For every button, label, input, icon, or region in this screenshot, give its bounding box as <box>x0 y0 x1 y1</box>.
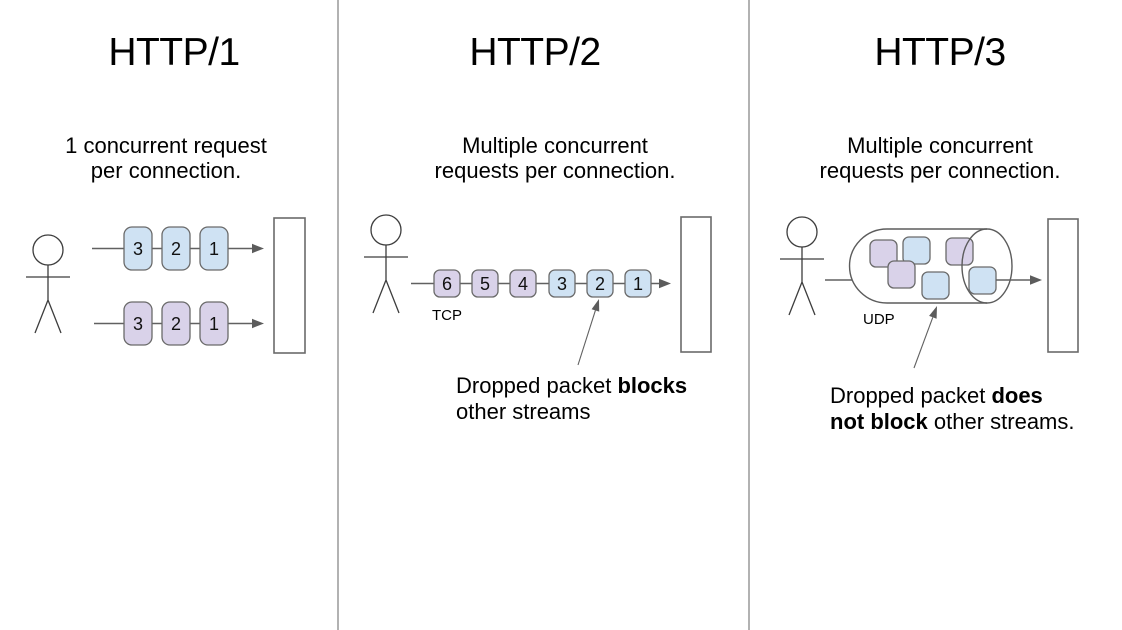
packet-box <box>161 301 191 346</box>
packet-box <box>199 226 229 271</box>
packet: 2 <box>161 301 191 346</box>
server-box <box>273 217 306 354</box>
dropped-packet-arrow <box>577 310 596 366</box>
http2-title: HTTP/2 <box>469 31 601 74</box>
packet-box <box>123 226 153 271</box>
dropped-packet-arrow <box>913 317 934 369</box>
figure-body <box>364 245 408 314</box>
packet-label: 3 <box>133 239 143 259</box>
arrowhead-icon <box>1030 275 1042 285</box>
http1-title: HTTP/1 <box>108 31 240 74</box>
http2-diagram: 6 5 4 3 2 1 <box>364 214 712 366</box>
packet-label: 6 <box>442 274 452 294</box>
figure-body <box>780 247 824 316</box>
packet-box <box>869 239 898 268</box>
http2-dropped-packet-annotation: Dropped packet blocks other streams <box>456 373 687 425</box>
packet-box <box>161 226 191 271</box>
packet: 1 <box>199 226 229 271</box>
annotation-text: Dropped packet <box>456 373 618 398</box>
tube-end-ellipse <box>961 228 1013 304</box>
packet: 4 <box>509 269 537 298</box>
packet-box <box>902 236 931 265</box>
packet: 3 <box>123 301 153 346</box>
http3-diagram <box>780 216 1079 369</box>
packet-box <box>921 271 950 300</box>
packet-box <box>945 237 974 266</box>
packet: 6 <box>433 269 461 298</box>
packet-label: 3 <box>133 314 143 334</box>
arrowhead-icon <box>252 318 264 329</box>
packet-box <box>548 269 576 298</box>
packet: 1 <box>624 269 652 298</box>
client-stick-figure <box>780 216 824 316</box>
annotation-text: other streams <box>456 399 591 424</box>
packet: 2 <box>161 226 191 271</box>
packet-box <box>624 269 652 298</box>
annotation-text: other streams. <box>927 409 1075 434</box>
http2-description: Multiple concurrent requests per connect… <box>434 133 676 183</box>
packet-label: 1 <box>633 274 643 294</box>
figure-body <box>26 265 70 334</box>
packet: 2 <box>586 269 614 298</box>
annotation-bold-text: blocks <box>617 373 688 398</box>
packet: 3 <box>548 269 576 298</box>
client-stick-figure <box>364 214 408 314</box>
http1-description: 1 concurrent request per connection. <box>65 133 267 183</box>
http3-title: HTTP/3 <box>874 31 1006 74</box>
packet: 3 <box>123 226 153 271</box>
annotation-text: Dropped packet <box>830 383 992 408</box>
packet-label: 4 <box>518 274 528 294</box>
packet: 5 <box>471 269 499 298</box>
figure-head <box>786 216 818 248</box>
packet-box <box>509 269 537 298</box>
http3-description: Multiple concurrent requests per connect… <box>819 133 1061 183</box>
packet-label: 2 <box>171 239 181 259</box>
http3-dropped-packet-annotation: Dropped packet does not block other stre… <box>830 383 1075 435</box>
packet-label: 2 <box>595 274 605 294</box>
server-box <box>1047 218 1079 353</box>
server-box <box>680 216 712 353</box>
packet-label: 1 <box>209 239 219 259</box>
arrowhead-icon <box>252 243 264 254</box>
packet-box <box>471 269 499 298</box>
tube <box>848 228 987 304</box>
packet-label: 5 <box>480 274 490 294</box>
packet-label: 2 <box>171 314 181 334</box>
packet-box <box>123 301 153 346</box>
packet-box <box>199 301 229 346</box>
packet-box <box>586 269 614 298</box>
packet-label: 3 <box>557 274 567 294</box>
udp-label: UDP <box>863 311 895 328</box>
packet: 1 <box>199 301 229 346</box>
packet-box <box>887 260 916 289</box>
http1-diagram: 3 2 1 3 2 1 <box>26 217 306 354</box>
packet-label: 1 <box>209 314 219 334</box>
annotation-bold-text: does not block <box>830 383 1043 434</box>
figure-head <box>32 234 64 266</box>
figure-head <box>370 214 402 246</box>
arrowhead-icon <box>659 278 671 289</box>
client-stick-figure <box>26 234 70 334</box>
packet-box <box>433 269 461 298</box>
packet-box <box>968 266 997 295</box>
arrowhead-icon <box>929 306 937 319</box>
tcp-label: TCP <box>432 307 462 324</box>
arrowhead-icon <box>591 299 600 312</box>
